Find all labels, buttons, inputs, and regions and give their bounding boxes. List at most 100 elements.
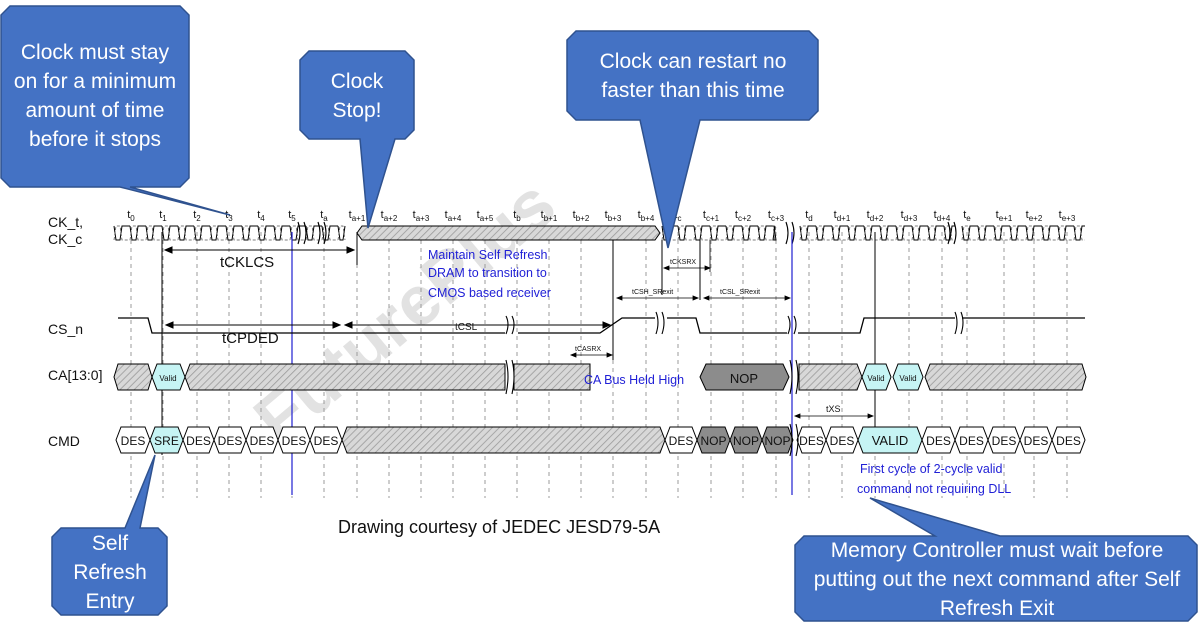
callout-controller-wait <box>794 497 1198 622</box>
cmd-cell <box>761 426 794 454</box>
cmd-breaks <box>789 423 799 457</box>
time-label: tc+3 <box>768 209 785 223</box>
clock-waveform <box>113 221 1085 245</box>
callout-self-refresh-entry-text: Self Refresh Entry <box>73 531 147 613</box>
time-label: ta <box>320 209 328 223</box>
cmd-bus: DES SRE DES DES DES DES DES DES NOP NOP NOP DES DES V… <box>115 426 1086 454</box>
signal-label-ca: CA[13:0] <box>48 367 102 383</box>
cmd-cell <box>1051 426 1086 454</box>
cmd-cell-label: VALID <box>872 433 909 448</box>
clock-break <box>297 221 307 245</box>
callout-controller-wait-text: Memory Controller must wait before putti… <box>813 538 1181 620</box>
cmd-cell <box>309 426 343 454</box>
clock-true <box>799 225 955 241</box>
cmd-cell-label: NOP <box>700 434 726 448</box>
ca-valid-3 <box>892 363 924 391</box>
cmd-cell-label: DES <box>314 434 339 448</box>
time-label: ta+1 <box>349 209 366 223</box>
tcasrx-arrow <box>569 352 614 358</box>
time-label: tb+4 <box>638 209 655 223</box>
cmd-cell-label: DES <box>282 434 307 448</box>
txs-arrow <box>793 413 875 419</box>
callout-clock-min-on <box>0 5 231 216</box>
ca-valid-3-label: Valid <box>899 374 916 383</box>
cmd-cell-label: SRE <box>154 434 179 448</box>
time-label: te+2 <box>1026 209 1043 223</box>
ca-nop <box>699 363 790 391</box>
ca-nop-label: NOP <box>730 371 758 386</box>
time-label: td+3 <box>901 209 918 223</box>
time-label: tb+2 <box>573 209 590 223</box>
time-label: tb+3 <box>605 209 622 223</box>
caption: Drawing courtesy of JEDEC JESD79-5A <box>338 517 661 537</box>
signal-label-ck: CK_t,CK_c <box>48 214 83 247</box>
time-label: td+4 <box>934 209 951 223</box>
time-label: tc+1 <box>703 209 720 223</box>
cmd-cell-label: NOP <box>764 434 790 448</box>
cmd-cell-label: DES <box>669 434 694 448</box>
tcpded-arrow <box>164 321 612 329</box>
txs-label: tXS <box>826 404 841 414</box>
callout-self-refresh-entry <box>51 454 168 616</box>
tcsh-srexit-label: tCSH_SRexit <box>632 289 673 296</box>
callout-clock-restart-text: Clock can restart no faster than this ti… <box>599 50 787 102</box>
tcasrx-label: tCASRX <box>575 346 601 353</box>
cmd-cell-label: DES <box>799 434 824 448</box>
cmd-cell-label: NOP <box>733 434 759 448</box>
cmd-cell-label: DES <box>830 434 855 448</box>
clock-true <box>961 225 1085 241</box>
time-label: t2 <box>193 209 201 223</box>
time-label: te <box>963 209 971 223</box>
callout-clock-restart <box>566 30 819 249</box>
cs-breaks <box>505 311 964 335</box>
time-label: t1 <box>159 209 167 223</box>
time-label: ta+2 <box>381 209 398 223</box>
clock-break <box>785 221 795 245</box>
tcsl-srexit-label: tCSL_SRexit <box>720 289 760 296</box>
tcklcs-arrow <box>163 246 356 254</box>
time-label: t0 <box>127 209 135 223</box>
signal-label-cs: CS_n <box>48 321 83 337</box>
ca-bus <box>113 363 1087 391</box>
callout-clock-stop <box>299 50 415 229</box>
cmd-cell-label: DES <box>250 434 275 448</box>
cmd-cell-label: DES <box>121 434 146 448</box>
ca-valid-2-label: Valid <box>867 374 884 383</box>
time-label: t3 <box>225 209 233 223</box>
cmd-cell-label: DES <box>926 434 951 448</box>
ca-valid-2 <box>861 363 892 391</box>
cs-waveform <box>118 317 1085 334</box>
clock-break <box>317 221 327 245</box>
time-label: te+1 <box>996 209 1013 223</box>
callout-clock-min-on-text: Clock must stay on for a minimum amount … <box>13 41 177 151</box>
cmd-hatch-region <box>341 426 666 454</box>
tcsh-srexit-arrow <box>615 295 792 301</box>
tcpded-label: tCPDED <box>222 330 279 347</box>
time-label: td+2 <box>867 209 884 223</box>
ca-held-high-text: CA Bus Held High <box>584 373 684 387</box>
cmd-cell-label: DES <box>1024 434 1049 448</box>
ca-valid-1-label: Valid <box>159 374 176 383</box>
cmd-cell-label: DES <box>992 434 1017 448</box>
time-label: td+1 <box>834 209 851 223</box>
callout-clock-stop-text: Clock Stop! <box>330 70 384 122</box>
cmd-cell-label: DES <box>959 434 984 448</box>
time-label: ta+5 <box>477 209 494 223</box>
time-label: t5 <box>288 209 296 223</box>
time-label: ta+3 <box>413 209 430 223</box>
time-label: te+3 <box>1059 209 1076 223</box>
ca-breaks <box>505 359 799 395</box>
cmd-cell-label: DES <box>186 434 211 448</box>
signal-label-cmd: CMD <box>48 433 80 449</box>
clock-stopped-region <box>356 225 661 241</box>
clock-break <box>947 221 957 245</box>
time-label: td <box>805 209 813 223</box>
tcsl-label: tCSL <box>455 322 478 333</box>
clock-true <box>113 225 346 241</box>
cmd-cell-label: DES <box>218 434 243 448</box>
time-label: ta+4 <box>445 209 462 223</box>
